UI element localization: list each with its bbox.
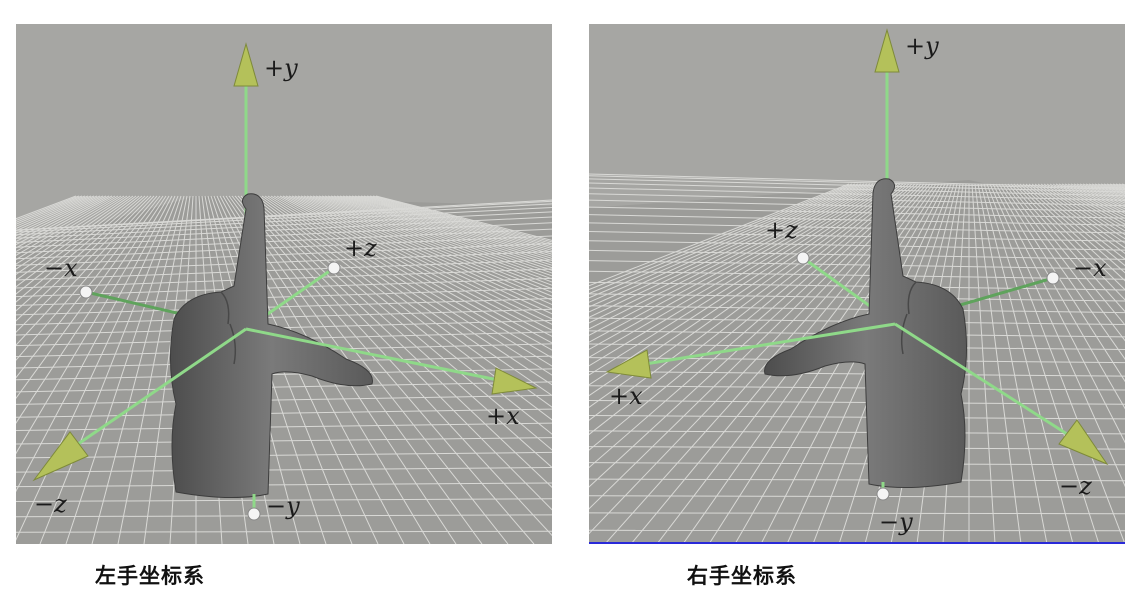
label-pos-y: +y <box>905 32 939 60</box>
axis-neg-z <box>32 327 247 482</box>
axis-pos-x <box>605 322 896 379</box>
axis-pos-x <box>245 327 538 395</box>
right-handed-panel: +y +z −x +x −z −y <box>589 24 1125 544</box>
left-handed-diagram: +y −x +z +x −z −y <box>16 24 552 544</box>
axis-neg-y <box>876 482 890 501</box>
left-hand-icon <box>169 193 373 499</box>
right-hand-icon <box>764 178 968 489</box>
label-neg-y: −y <box>266 492 300 520</box>
label-neg-x: −x <box>1073 254 1107 282</box>
caption-left-handed: 左手坐标系 <box>95 564 205 588</box>
label-pos-y: +y <box>264 54 298 82</box>
label-pos-z: +z <box>765 216 798 244</box>
right-handed-diagram: +y +z −x +x −z −y <box>589 24 1125 542</box>
label-pos-x: +x <box>486 402 520 430</box>
axis-neg-y <box>247 494 261 521</box>
axis-neg-z <box>894 322 1109 466</box>
label-neg-x: −x <box>44 254 78 282</box>
label-pos-x: +x <box>609 382 643 410</box>
label-neg-y: −y <box>879 508 913 536</box>
label-neg-z: −z <box>1059 472 1092 500</box>
caption-right-handed: 右手坐标系 <box>687 564 797 588</box>
label-pos-z: +z <box>344 234 377 262</box>
left-handed-panel: +y −x +z +x −z −y <box>16 24 552 544</box>
label-neg-z: −z <box>34 490 67 518</box>
